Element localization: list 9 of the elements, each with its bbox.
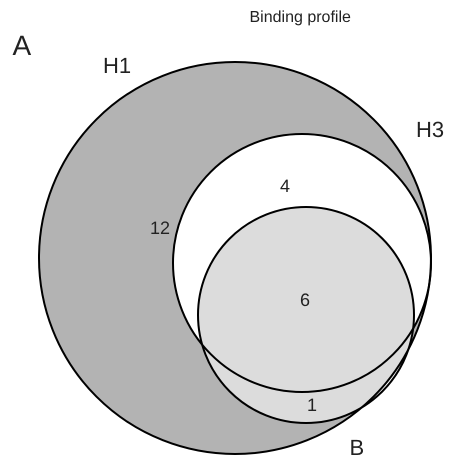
set-label: H1 [103, 55, 132, 77]
region-count: 4 [280, 177, 290, 195]
set-label: B [350, 437, 364, 459]
panel-letter: A [12, 32, 32, 60]
region-count: 6 [300, 291, 310, 309]
region-count: 12 [150, 219, 170, 237]
set-label: H3 [416, 119, 444, 141]
region-count: 1 [307, 396, 318, 414]
title: Binding profile [250, 10, 351, 26]
